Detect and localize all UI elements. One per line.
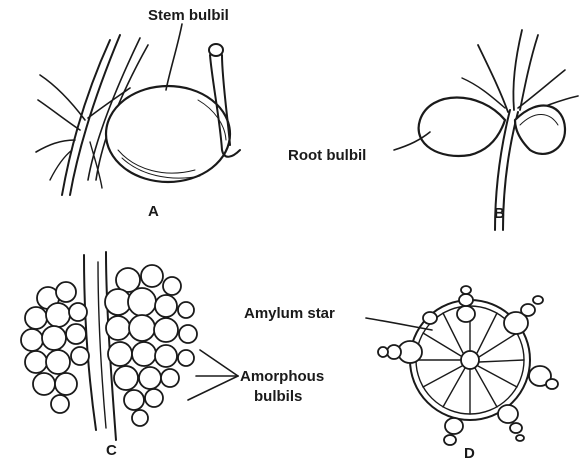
root-bulbil-label: Root bulbil — [288, 147, 366, 164]
panel-b-letter: B — [494, 205, 505, 222]
panel-a-drawing — [36, 24, 240, 195]
panel-c-drawing — [21, 252, 238, 440]
stem-bulbil-label: Stem bulbil — [148, 7, 229, 24]
panel-b-drawing — [394, 30, 578, 230]
amylum-star-label: Amylum star — [244, 305, 335, 322]
panel-a-letter: A — [148, 203, 159, 220]
amorphous-label-line1: Amorphous — [240, 368, 324, 385]
panel-d-letter: D — [464, 445, 475, 462]
panel-d-drawing — [366, 286, 558, 445]
amorphous-label-line2: bulbils — [254, 388, 302, 405]
panel-c-letter: C — [106, 442, 117, 459]
